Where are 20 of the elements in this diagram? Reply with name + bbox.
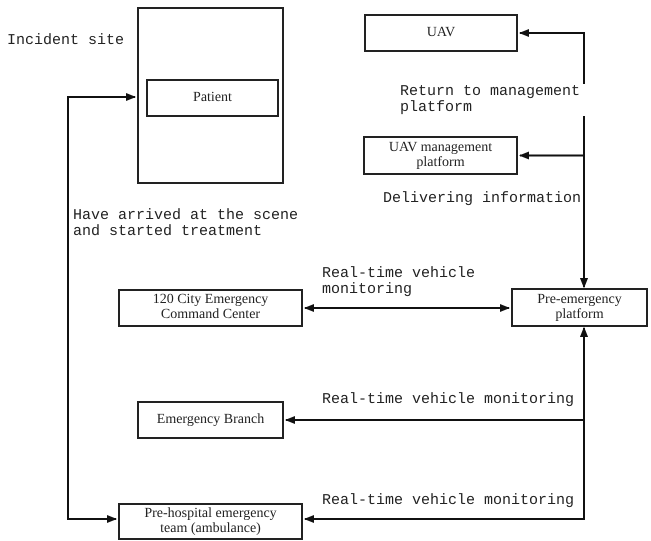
process-box [363,136,518,175]
node-label: UAV management platform [388,140,494,170]
node-label: Emergency Branch [156,412,264,428]
process-box [118,503,303,540]
process-box [511,288,648,327]
arrow [519,152,588,288]
process-box [118,289,303,327]
node-label: Pre-emergency platform [536,292,623,322]
node-label: Patient [193,90,232,106]
entity-box [146,79,279,117]
node-label: UAV [426,26,456,40]
process-box [137,401,284,439]
edge-label: Delivering information [383,191,583,207]
arrow [67,93,136,523]
node-label: Pre-hospital emergency team (ambulance) [143,506,278,536]
arrow [304,304,510,312]
node-label: 120 City Emergency Command Center [152,293,270,323]
area-heading: Incident site [7,33,124,49]
arrow [304,327,588,523]
process-box [364,14,518,52]
